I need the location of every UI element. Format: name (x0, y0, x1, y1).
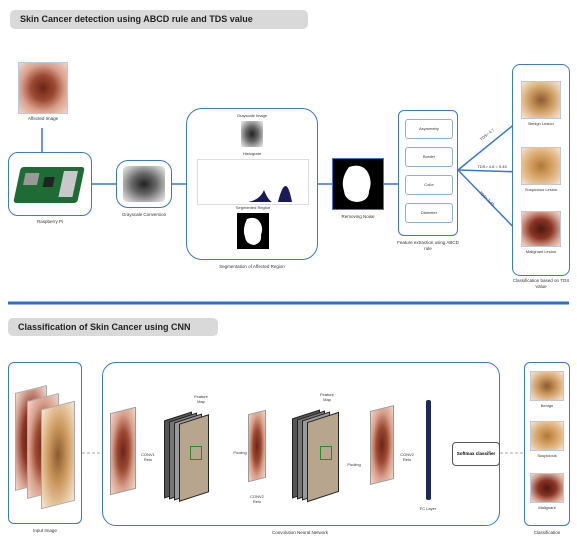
top-section-title: Skin Cancer detection using ABCD rule an… (10, 10, 308, 29)
fc-layer-label: FC Layer (419, 506, 437, 511)
tds-classification-label: Classification based on TDS Value (512, 278, 570, 289)
input-image-box (8, 362, 82, 524)
malignant-lesion-label: Malignant Lesion (525, 249, 557, 254)
raspberry-pi-box (8, 152, 92, 216)
cnn-malignant-image (530, 473, 564, 503)
cnn-classification-box: Benign Suspicious Malignant (524, 362, 570, 526)
removing-noise-label: Removing Noise (341, 214, 375, 219)
cnn-input-slice (110, 406, 136, 496)
feature-color: Color (405, 175, 453, 195)
affected-image (18, 62, 68, 114)
softmax-box: Softmax classifier (452, 442, 500, 466)
bottom-section-title: Classification of Skin Cancer using CNN (8, 318, 218, 336)
feature-map-2-stack (292, 408, 342, 503)
cnn-slice-2 (248, 409, 266, 483)
affected-image-label: Affected Image (27, 116, 59, 121)
input-image-layer-3 (41, 400, 75, 510)
histogram-chart (197, 159, 309, 205)
grayscale-image-label: Grayscale Image (236, 113, 268, 118)
cnn-benign-label: Benign (540, 403, 554, 408)
suspicious-lesion-label: Suspicious Lesion (524, 187, 558, 192)
cnn-classification-label: Classification (533, 530, 561, 535)
benign-lesion-label: Benign Lesion (528, 121, 554, 126)
feature-extraction-box: Asymmetry Border Color Diameter (398, 110, 458, 236)
feature-border: Border (405, 147, 453, 167)
malignant-lesion-image (521, 211, 561, 247)
cnn-label: Convolution Neural Network (271, 530, 329, 535)
grayscale-image (241, 121, 263, 147)
conv2-label: CONV2 Relu (250, 494, 264, 504)
pooling-1-label: Pooling (233, 450, 247, 455)
cnn-suspicious-image (530, 421, 564, 451)
fc-layer-bar (426, 400, 431, 500)
histogram-label: Histogram (242, 151, 262, 156)
suspicious-lesion-image (521, 147, 561, 185)
grayscale-thumb (123, 166, 165, 202)
histogram-svg (202, 186, 304, 202)
removing-noise-image (332, 158, 384, 210)
tds-mid-label: TDS> 4.8 < 5.45 (477, 164, 507, 169)
input-image-label: Input Image (33, 528, 57, 533)
feature-asymmetry: Asymmetry (405, 119, 453, 139)
cnn-malignant-label: Malignant (538, 505, 556, 510)
grayscale-conversion-label: Grayscale Conversion (121, 212, 167, 217)
segmentation-label: Segmentation of Affected Region (219, 264, 285, 269)
raspberry-pi-board (13, 167, 85, 203)
cnn-benign-image (530, 371, 564, 401)
grayscale-conversion-box (116, 160, 172, 208)
conv3-label: CONV2 Relu (400, 452, 414, 462)
feature-map-2-label: Feature Map (320, 392, 334, 402)
pooling-2-label: Pooling (347, 462, 361, 467)
raspberry-pi-label: Raspberry Pi (36, 219, 63, 224)
segmented-region-label: Segmented Region (235, 205, 271, 210)
cnn-suspicious-label: Suspicious (537, 453, 557, 458)
feature-extraction-label: Feature extraction using ABCD rule (397, 240, 459, 251)
conv1-label: CONV1 Relu (141, 452, 155, 462)
feature-diameter: Diameter (405, 203, 453, 223)
cnn-slice-3 (370, 405, 394, 485)
feature-map-1-stack (164, 410, 210, 502)
benign-lesion-image (521, 81, 561, 119)
segmentation-box: Grayscale Image Histogram Segmented Regi… (186, 108, 318, 260)
feature-map-1-label: Feature Map (194, 394, 208, 404)
tds-classification-box: Benign Lesion Suspicious Lesion Malignan… (512, 64, 570, 276)
segmented-region-image (237, 213, 269, 249)
